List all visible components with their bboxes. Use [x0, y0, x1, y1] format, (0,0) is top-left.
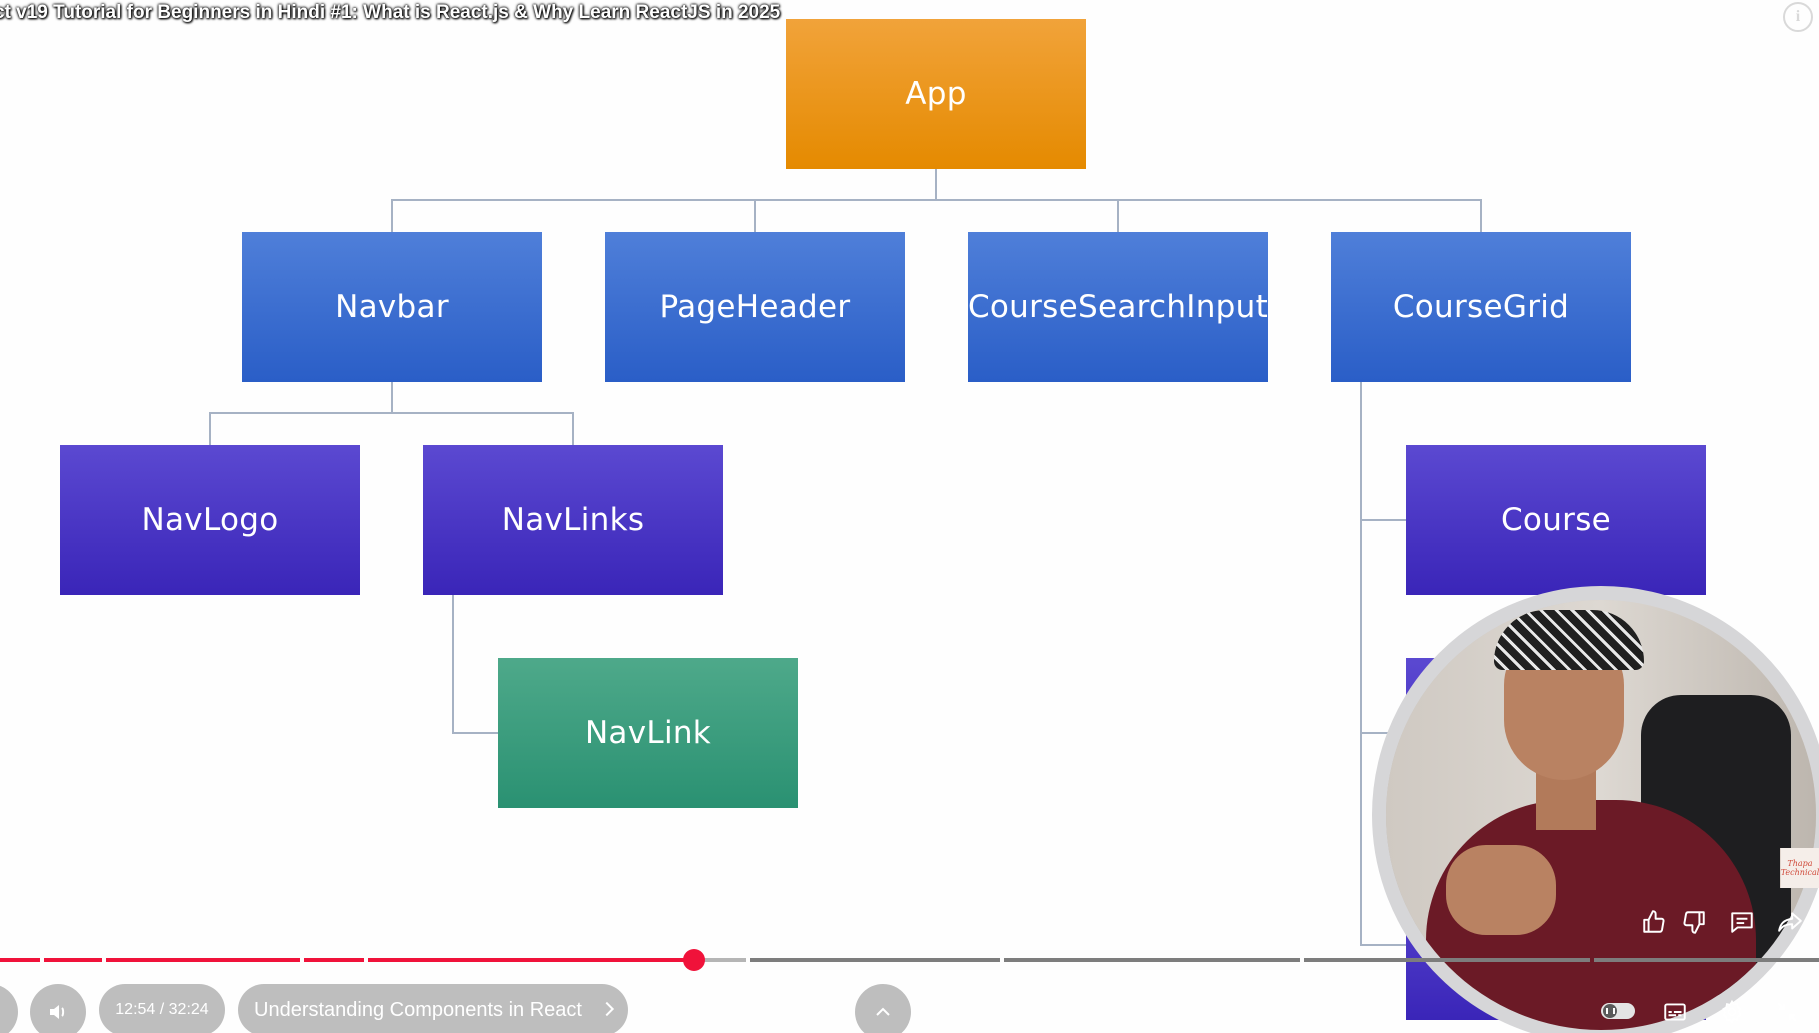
- diagram-node-course-search-input: CourseSearchInput: [968, 232, 1268, 382]
- connector: [1360, 519, 1406, 521]
- like-button[interactable]: [1636, 904, 1672, 940]
- connector: [209, 412, 211, 445]
- expand-description-button[interactable]: [855, 984, 911, 1033]
- connector: [209, 412, 574, 414]
- progress-played[interactable]: [368, 958, 694, 962]
- diagram-node-nav-link: NavLink: [498, 658, 798, 808]
- node-label: NavLogo: [141, 502, 279, 538]
- diagram-node-nav-logo: NavLogo: [60, 445, 360, 595]
- connector: [452, 732, 498, 734]
- connector: [391, 199, 393, 232]
- exit-fullscreen-icon: [1777, 1002, 1797, 1022]
- channel-watermark[interactable]: Thapa Technical: [1780, 848, 1819, 888]
- subtitles-button[interactable]: [1658, 995, 1692, 1029]
- progress-played[interactable]: [106, 958, 300, 962]
- diagram-node-app: App: [786, 19, 1086, 169]
- progress-unplayed[interactable]: [694, 958, 746, 962]
- node-label: Course: [1500, 502, 1612, 538]
- progress-scrubber[interactable]: [683, 949, 705, 971]
- info-icon: i: [1795, 8, 1801, 25]
- progress-played[interactable]: [44, 958, 102, 962]
- connector: [452, 594, 454, 734]
- progress-played[interactable]: [304, 958, 364, 962]
- exit-fullscreen-button[interactable]: [1770, 995, 1804, 1029]
- progress-unplayed[interactable]: [1004, 958, 1300, 962]
- time-display: 12:54 / 32:24: [99, 984, 225, 1033]
- share-icon: [1778, 912, 1802, 932]
- connector: [935, 168, 937, 200]
- diagram-node-page-header: PageHeader: [605, 232, 905, 382]
- diagram-node-course-grid: CourseGrid: [1331, 232, 1631, 382]
- thumbs-down-icon: [1683, 911, 1705, 934]
- chevron-up-icon: [876, 1007, 890, 1016]
- connector: [572, 412, 574, 445]
- node-label: NavLinks: [501, 502, 645, 538]
- settings-button[interactable]: [1715, 995, 1749, 1029]
- chapter-title: Understanding Components in React: [254, 998, 582, 1021]
- connector: [391, 381, 393, 413]
- connector: [1360, 732, 1406, 734]
- progress-unplayed[interactable]: [750, 958, 1000, 962]
- comments-button[interactable]: [1724, 904, 1760, 940]
- connector: [1360, 381, 1362, 946]
- chevron-right-icon: [605, 1001, 615, 1017]
- thumbs-up-icon: [1643, 910, 1665, 933]
- presenter-webcam: [1372, 586, 1819, 1033]
- info-button[interactable]: i: [1783, 2, 1813, 32]
- pause-icon: [1603, 1004, 1617, 1018]
- diagram-node-navbar: Navbar: [242, 232, 542, 382]
- node-label: PageHeader: [659, 289, 851, 325]
- chapter-button[interactable]: Understanding Components in React: [238, 984, 628, 1033]
- video-title[interactable]: ct v19 Tutorial for Beginners in Hindi #…: [0, 2, 781, 23]
- progress-unplayed[interactable]: [1304, 958, 1590, 962]
- progress-played[interactable]: [0, 958, 40, 962]
- connector: [1480, 199, 1482, 232]
- time-text: 12:54 / 32:24: [115, 1001, 209, 1018]
- autoplay-toggle[interactable]: [1601, 1003, 1635, 1019]
- node-label: NavLink: [584, 715, 712, 751]
- share-button[interactable]: [1772, 904, 1808, 940]
- node-label: Navbar: [335, 289, 449, 325]
- subtitles-icon: [1664, 1003, 1686, 1021]
- connector: [1117, 199, 1119, 232]
- node-label: CourseSearchInput: [967, 289, 1269, 325]
- node-label: CourseGrid: [1392, 289, 1570, 325]
- connector: [754, 199, 756, 232]
- play-button[interactable]: [0, 984, 18, 1033]
- dislike-button[interactable]: [1676, 904, 1712, 940]
- progress-unplayed[interactable]: [1594, 958, 1819, 962]
- connector: [1360, 944, 1406, 946]
- gear-icon: [1722, 999, 1742, 1025]
- comment-icon: [1731, 912, 1753, 933]
- watermark-text: Thapa Technical: [1780, 859, 1819, 877]
- diagram-node-course: Course: [1406, 445, 1706, 595]
- node-label: App: [905, 76, 967, 112]
- connector: [391, 199, 1481, 201]
- volume-icon: [50, 1005, 65, 1019]
- volume-button[interactable]: [30, 984, 86, 1033]
- diagram-node-nav-links: NavLinks: [423, 445, 723, 595]
